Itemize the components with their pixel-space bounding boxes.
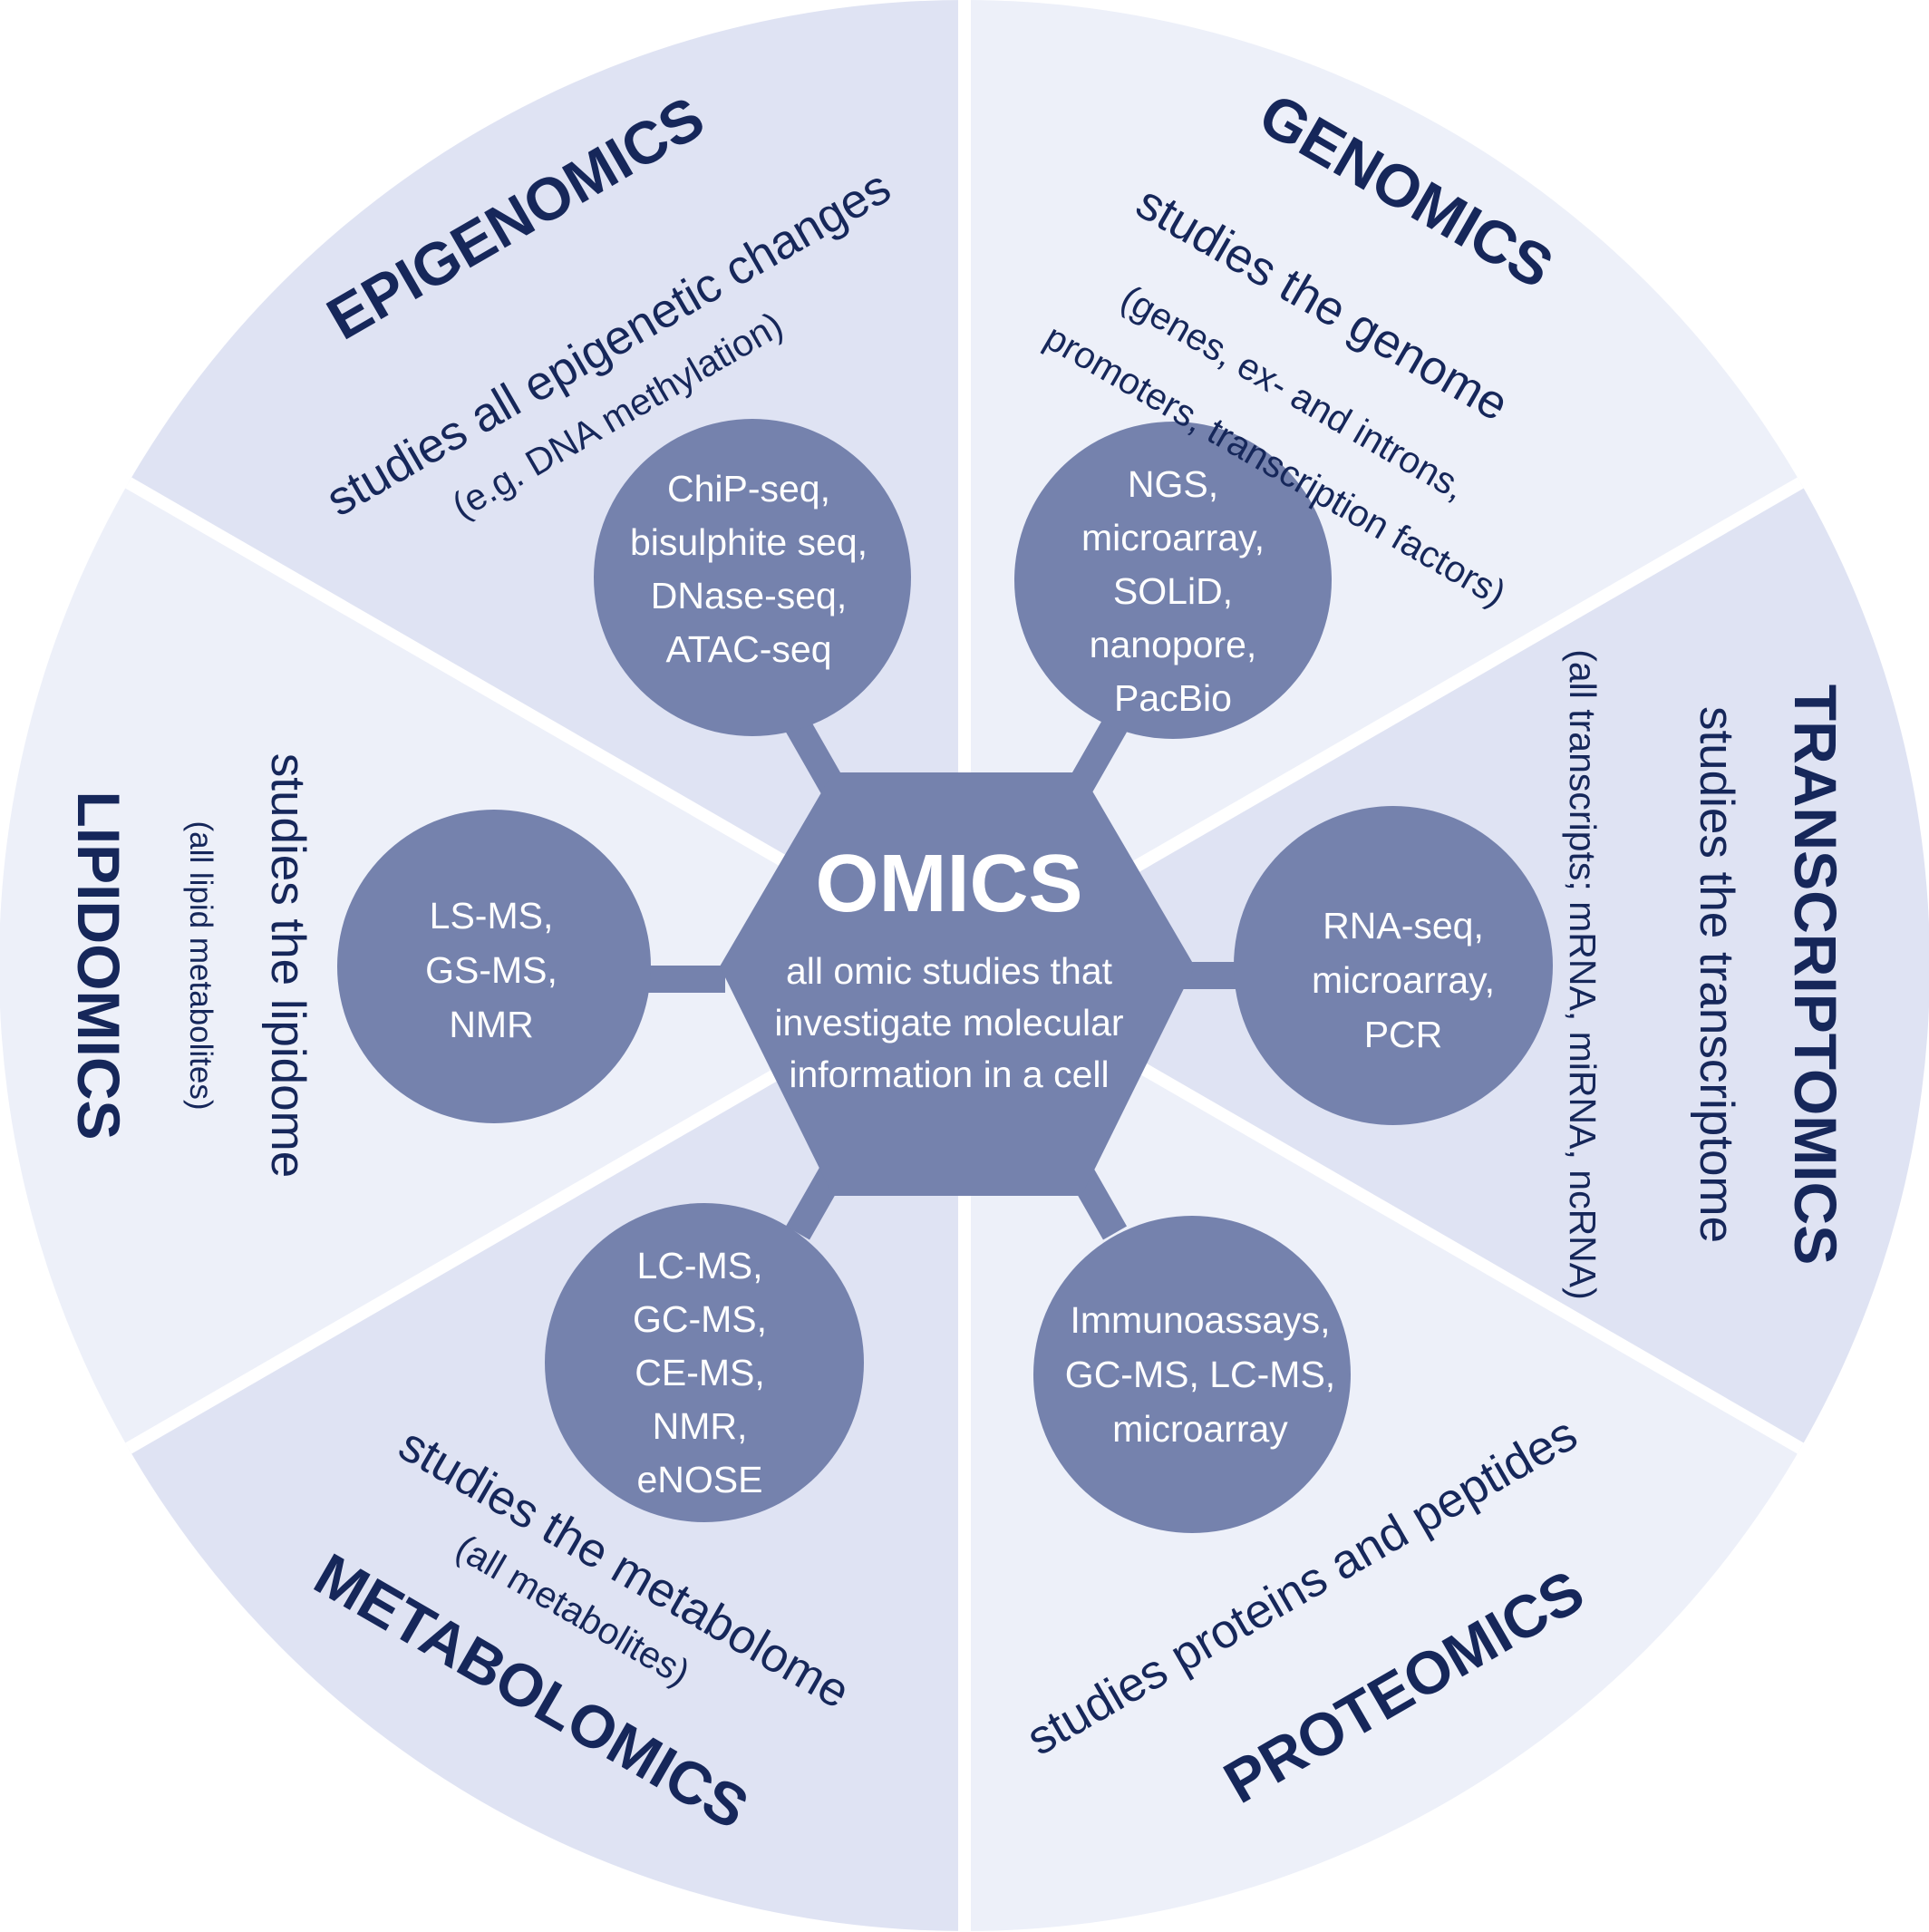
technique-node-metabolomics: LC-MS, GC-MS, CE-MS, NMR, eNOSE [545,1203,864,1522]
sector-proteomics [964,966,1801,1931]
sector-description-lipidomics: studies the lipidome [261,753,315,1178]
technique-label: SOLiD, [1113,570,1233,612]
node-circle [545,1203,864,1522]
technique-label: ATAC-seq [665,628,831,670]
technique-label: NMR, [653,1405,748,1447]
technique-node-proteomics: Immunoassays, GC-MS, LC-MS, microarray [1033,1216,1351,1533]
technique-label: RNA-seq, [1323,905,1484,947]
technique-label: CE-MS, [635,1352,765,1393]
node-circle [1234,806,1553,1125]
node-circle [1033,1216,1351,1533]
hub-hexagon [720,772,1195,1196]
technique-node-lipidomics: LS-MS, GS-MS, NMR [337,810,651,1123]
technique-label: PCR [1364,1014,1443,1055]
node-circle [1014,422,1332,739]
technique-label: GS-MS, [425,949,557,991]
sector-text-transcriptomics: TRANSCRIPTOMICS studies the transcriptom… [1562,649,1849,1300]
technique-label: bisulphite seq, [630,521,868,563]
hub-description-line-1: all omic studies that [786,950,1113,992]
node-circle [337,810,651,1123]
technique-label: GC-MS, LC-MS, [1065,1354,1335,1395]
sector-title-transcriptomics: TRANSCRIPTOMICS [1782,684,1849,1265]
technique-node-epigenomics: ChiP-seq, bisulphite seq, DNase-seq, ATA… [594,419,911,736]
omics-hub: OMICS all omic studies that investigate … [720,772,1195,1196]
sector-note-transcriptomics: (all transcripts; mRNA, miRNA, ncRNA) [1562,649,1604,1300]
technique-label: Immunoassays, [1070,1299,1330,1341]
technique-label: nanopore, [1090,624,1257,665]
technique-label: eNOSE [637,1459,763,1500]
technique-label: DNase-seq, [651,575,847,616]
hub-description-line-3: information in a cell [789,1053,1109,1095]
technique-label: ChiP-seq, [667,468,830,510]
connector-epigenomics [785,718,847,796]
technique-label: GC-MS, [633,1298,767,1340]
technique-label: LC-MS, [637,1245,763,1286]
technique-label: PacBio [1114,677,1232,719]
hub-description-line-2: investigate molecular [774,1002,1123,1044]
technique-label: LS-MS, [430,895,554,937]
technique-node-transcriptomics: RNA-seq, microarray, PCR [1234,806,1553,1125]
technique-label: microarray, [1312,959,1495,1001]
technique-label: microarray, [1081,517,1265,558]
technique-label: NGS, [1128,463,1218,505]
hub-title: OMICS [815,839,1082,929]
technique-node-genomics: NGS, microarray, SOLiD, nanopore, PacBio [1014,422,1332,739]
node-circle [594,419,911,736]
sector-title-lipidomics: LIPIDOMICS [65,791,132,1140]
sector-metabolomics [128,966,964,1931]
technique-label: NMR [449,1004,533,1045]
sector-note-lipidomics: (all lipid metabolites) [183,820,218,1110]
sector-text-lipidomics: LIPIDOMICS studies the lipidome (all lip… [65,753,315,1178]
technique-label: microarray [1112,1408,1288,1450]
sector-description-transcriptomics: studies the transcriptome [1690,706,1743,1243]
